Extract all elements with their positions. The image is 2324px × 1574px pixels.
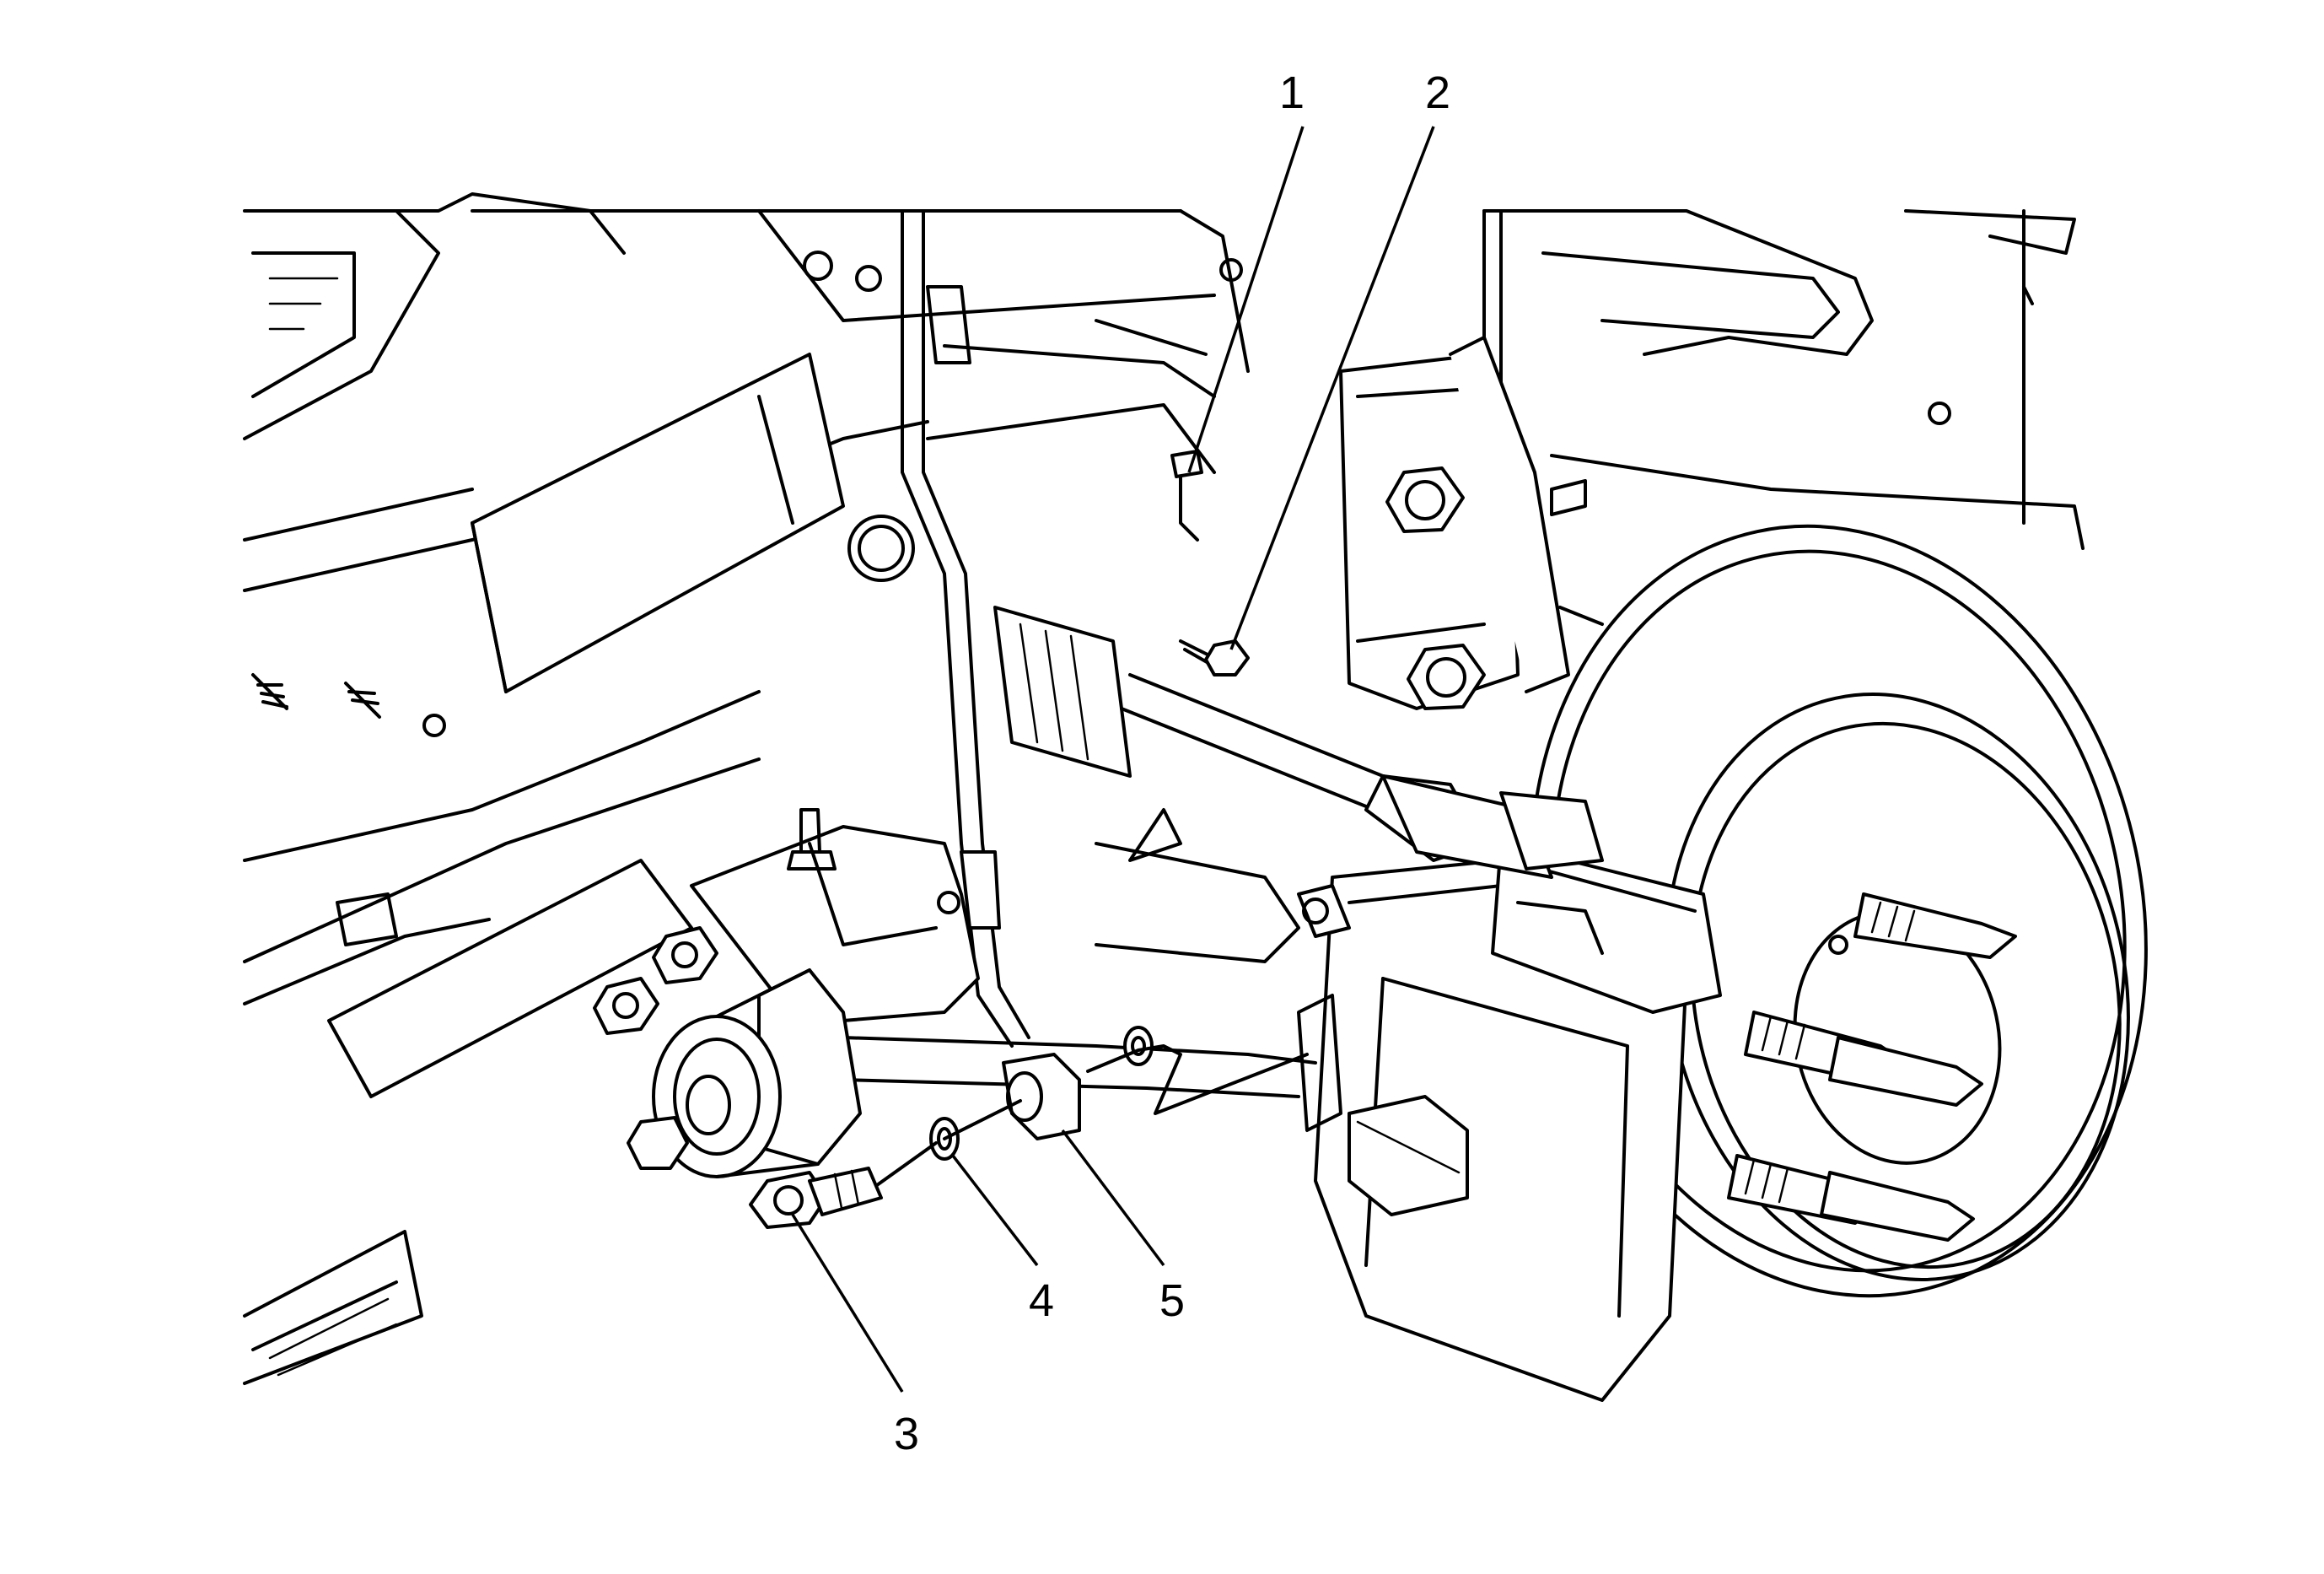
- lower-control-arm: [690, 808, 1317, 1098]
- part-2-bolt: [1179, 639, 1250, 676]
- part-5-insulator: [1002, 1026, 1154, 1140]
- wheel-stud: [1820, 1171, 1975, 1242]
- callout-5: 5: [1159, 1275, 1185, 1326]
- callout-1: 1: [1279, 67, 1305, 118]
- callout-3: 3: [894, 1409, 919, 1459]
- bushing-nut: [652, 926, 718, 984]
- bushing-nut: [627, 1116, 689, 1170]
- lower-nut: [1407, 644, 1486, 710]
- bleeder-screw: [1297, 884, 1351, 938]
- part-3-bolt: [749, 1167, 883, 1229]
- callout-4: 4: [1029, 1275, 1054, 1326]
- upper-nut: [1385, 466, 1465, 533]
- callout-2: 2: [1425, 67, 1450, 118]
- wheel-studs: [1727, 892, 2017, 1242]
- wheel-stud: [1853, 892, 2017, 959]
- callout-leaders: [791, 126, 1435, 1393]
- tie-rod-end: [1381, 774, 1604, 879]
- control-arm-bushing: [593, 808, 862, 1178]
- brake-line: [901, 209, 1216, 1048]
- brake-caliper: [1297, 842, 1722, 1402]
- steering-knuckle: [1339, 336, 1604, 710]
- stud-left-2: [344, 682, 381, 719]
- bushing-nut: [593, 977, 659, 1035]
- stud-left-1: [251, 673, 288, 710]
- part-1-fitting: [1170, 450, 1203, 542]
- wheel-stud: [1828, 1036, 1983, 1107]
